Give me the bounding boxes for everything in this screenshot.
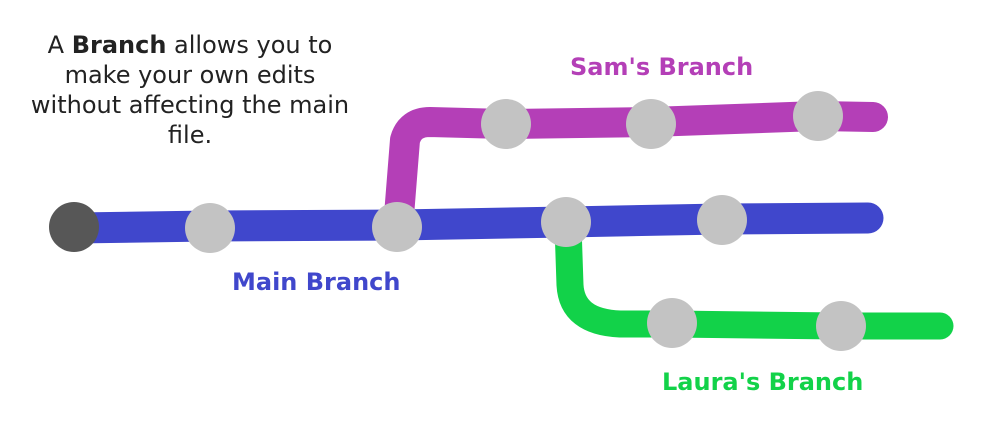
sam-node [481,99,531,149]
main-start-node [49,202,99,252]
laura-branch-label: Laura's Branch [662,368,864,396]
caption-suffix: allows you to make your own edits withou… [30,31,350,149]
main-branch-label: Main Branch [232,268,401,296]
sam-branch-label: Sam's Branch [570,53,754,81]
explanation-caption: A Branch allows you to make your own edi… [30,30,350,150]
main-node [697,195,747,245]
laura-branch-line [554,212,954,340]
sam-branch-line [383,101,888,243]
laura-node [647,298,697,348]
main-node [372,202,422,252]
main-node [185,203,235,253]
sam-node [793,91,843,141]
laura-node [816,301,866,351]
main-node [541,197,591,247]
sam-node [626,99,676,149]
caption-prefix: A [47,31,72,59]
caption-bold-term: Branch [71,31,167,59]
